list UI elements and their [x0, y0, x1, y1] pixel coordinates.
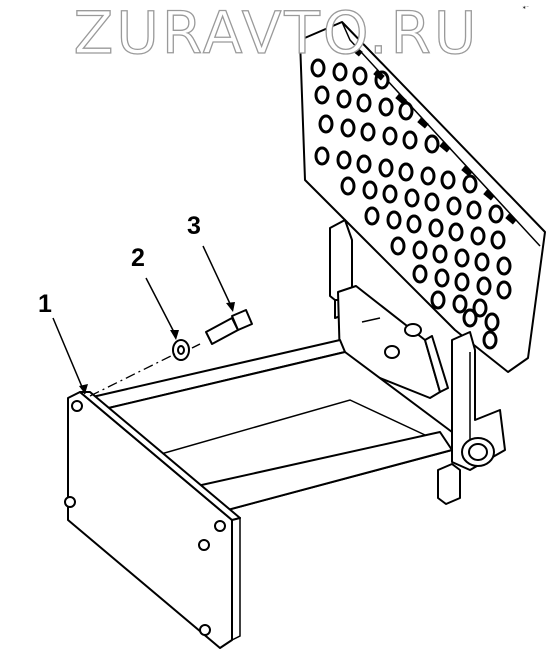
leader-lines	[52, 245, 235, 395]
plate-hole	[332, 62, 348, 82]
callout-2: 2	[131, 244, 145, 272]
flange-slot	[461, 165, 473, 177]
plate-hole	[462, 308, 478, 328]
plate-hole	[336, 150, 352, 170]
flange-slot	[417, 117, 429, 129]
bolt-head-right	[198, 539, 210, 551]
plate-hole	[496, 256, 512, 276]
flange-slot	[505, 213, 517, 225]
plate-hole	[382, 184, 398, 204]
plate-hole	[398, 101, 414, 121]
plate-hole	[430, 290, 446, 310]
plate-hole	[420, 166, 436, 186]
plate-hole	[434, 268, 450, 288]
plate-hole	[428, 218, 444, 238]
plate-hole	[454, 272, 470, 292]
plate-hole	[386, 210, 402, 230]
plate-hole	[424, 134, 440, 154]
plate-hole	[398, 162, 414, 182]
plate-hole	[314, 85, 330, 105]
plate-holes	[310, 45, 517, 350]
plate-hole	[382, 126, 398, 146]
plate-hole	[446, 196, 462, 216]
plate-hole	[424, 192, 440, 212]
assembly-axis-line	[89, 353, 176, 397]
plate-hole	[340, 176, 356, 196]
plate-hole	[470, 226, 486, 246]
perforated-plate	[299, 21, 546, 373]
plate-hole	[378, 158, 394, 178]
plate-hole	[340, 118, 356, 138]
callout-1: 1	[38, 290, 52, 318]
plate-hole	[490, 230, 506, 250]
bolt	[191, 309, 253, 349]
plate-hole	[336, 89, 352, 109]
washer	[172, 339, 190, 361]
plate-hole	[390, 236, 406, 256]
flange-slot	[351, 45, 363, 57]
plate-hole	[488, 204, 504, 224]
plate-hole	[402, 130, 418, 150]
plate-hole	[404, 188, 420, 208]
plate-hole	[452, 294, 468, 314]
plate-hole	[356, 154, 372, 174]
plate-hole	[406, 214, 422, 234]
plate-hole	[448, 222, 464, 242]
bolt-head-top-right	[214, 520, 226, 532]
plate-hole	[314, 146, 330, 166]
plate-hole	[474, 252, 490, 272]
right-post	[451, 331, 506, 471]
plate-hole	[352, 66, 368, 86]
plate-hole	[462, 174, 478, 194]
flange-slot	[395, 93, 407, 105]
bolt-head-left	[64, 496, 76, 508]
plate-hole	[356, 93, 372, 113]
plate-hole	[364, 206, 380, 226]
bolt-head-bottom-right	[199, 624, 211, 636]
plate-hole	[484, 312, 500, 332]
plate-hole	[472, 298, 488, 318]
front-end-plate	[64, 391, 241, 649]
plate-hole	[310, 58, 326, 78]
plate-hole	[412, 240, 428, 260]
watermark: ZURAVTO.RU	[73, 0, 480, 67]
plate-hole	[378, 97, 394, 117]
callout-3: 3	[187, 212, 201, 240]
bolt-head-top-left	[71, 400, 83, 412]
plate-hole	[432, 244, 448, 264]
flange-slot	[483, 189, 495, 201]
plate-hole	[440, 170, 456, 190]
plate-hole	[318, 114, 334, 134]
plate-hole	[362, 180, 378, 200]
plate-hole	[476, 276, 492, 296]
flange-slot	[373, 69, 385, 81]
plate-hole	[482, 330, 498, 350]
plate-hole	[412, 264, 428, 284]
plate-hole	[496, 280, 512, 300]
corner-mark: ∗⁻	[522, 5, 529, 11]
plate-hole	[360, 122, 376, 142]
flange-slot	[439, 141, 451, 153]
plate-hole	[466, 200, 482, 220]
plate-hole	[454, 248, 470, 268]
